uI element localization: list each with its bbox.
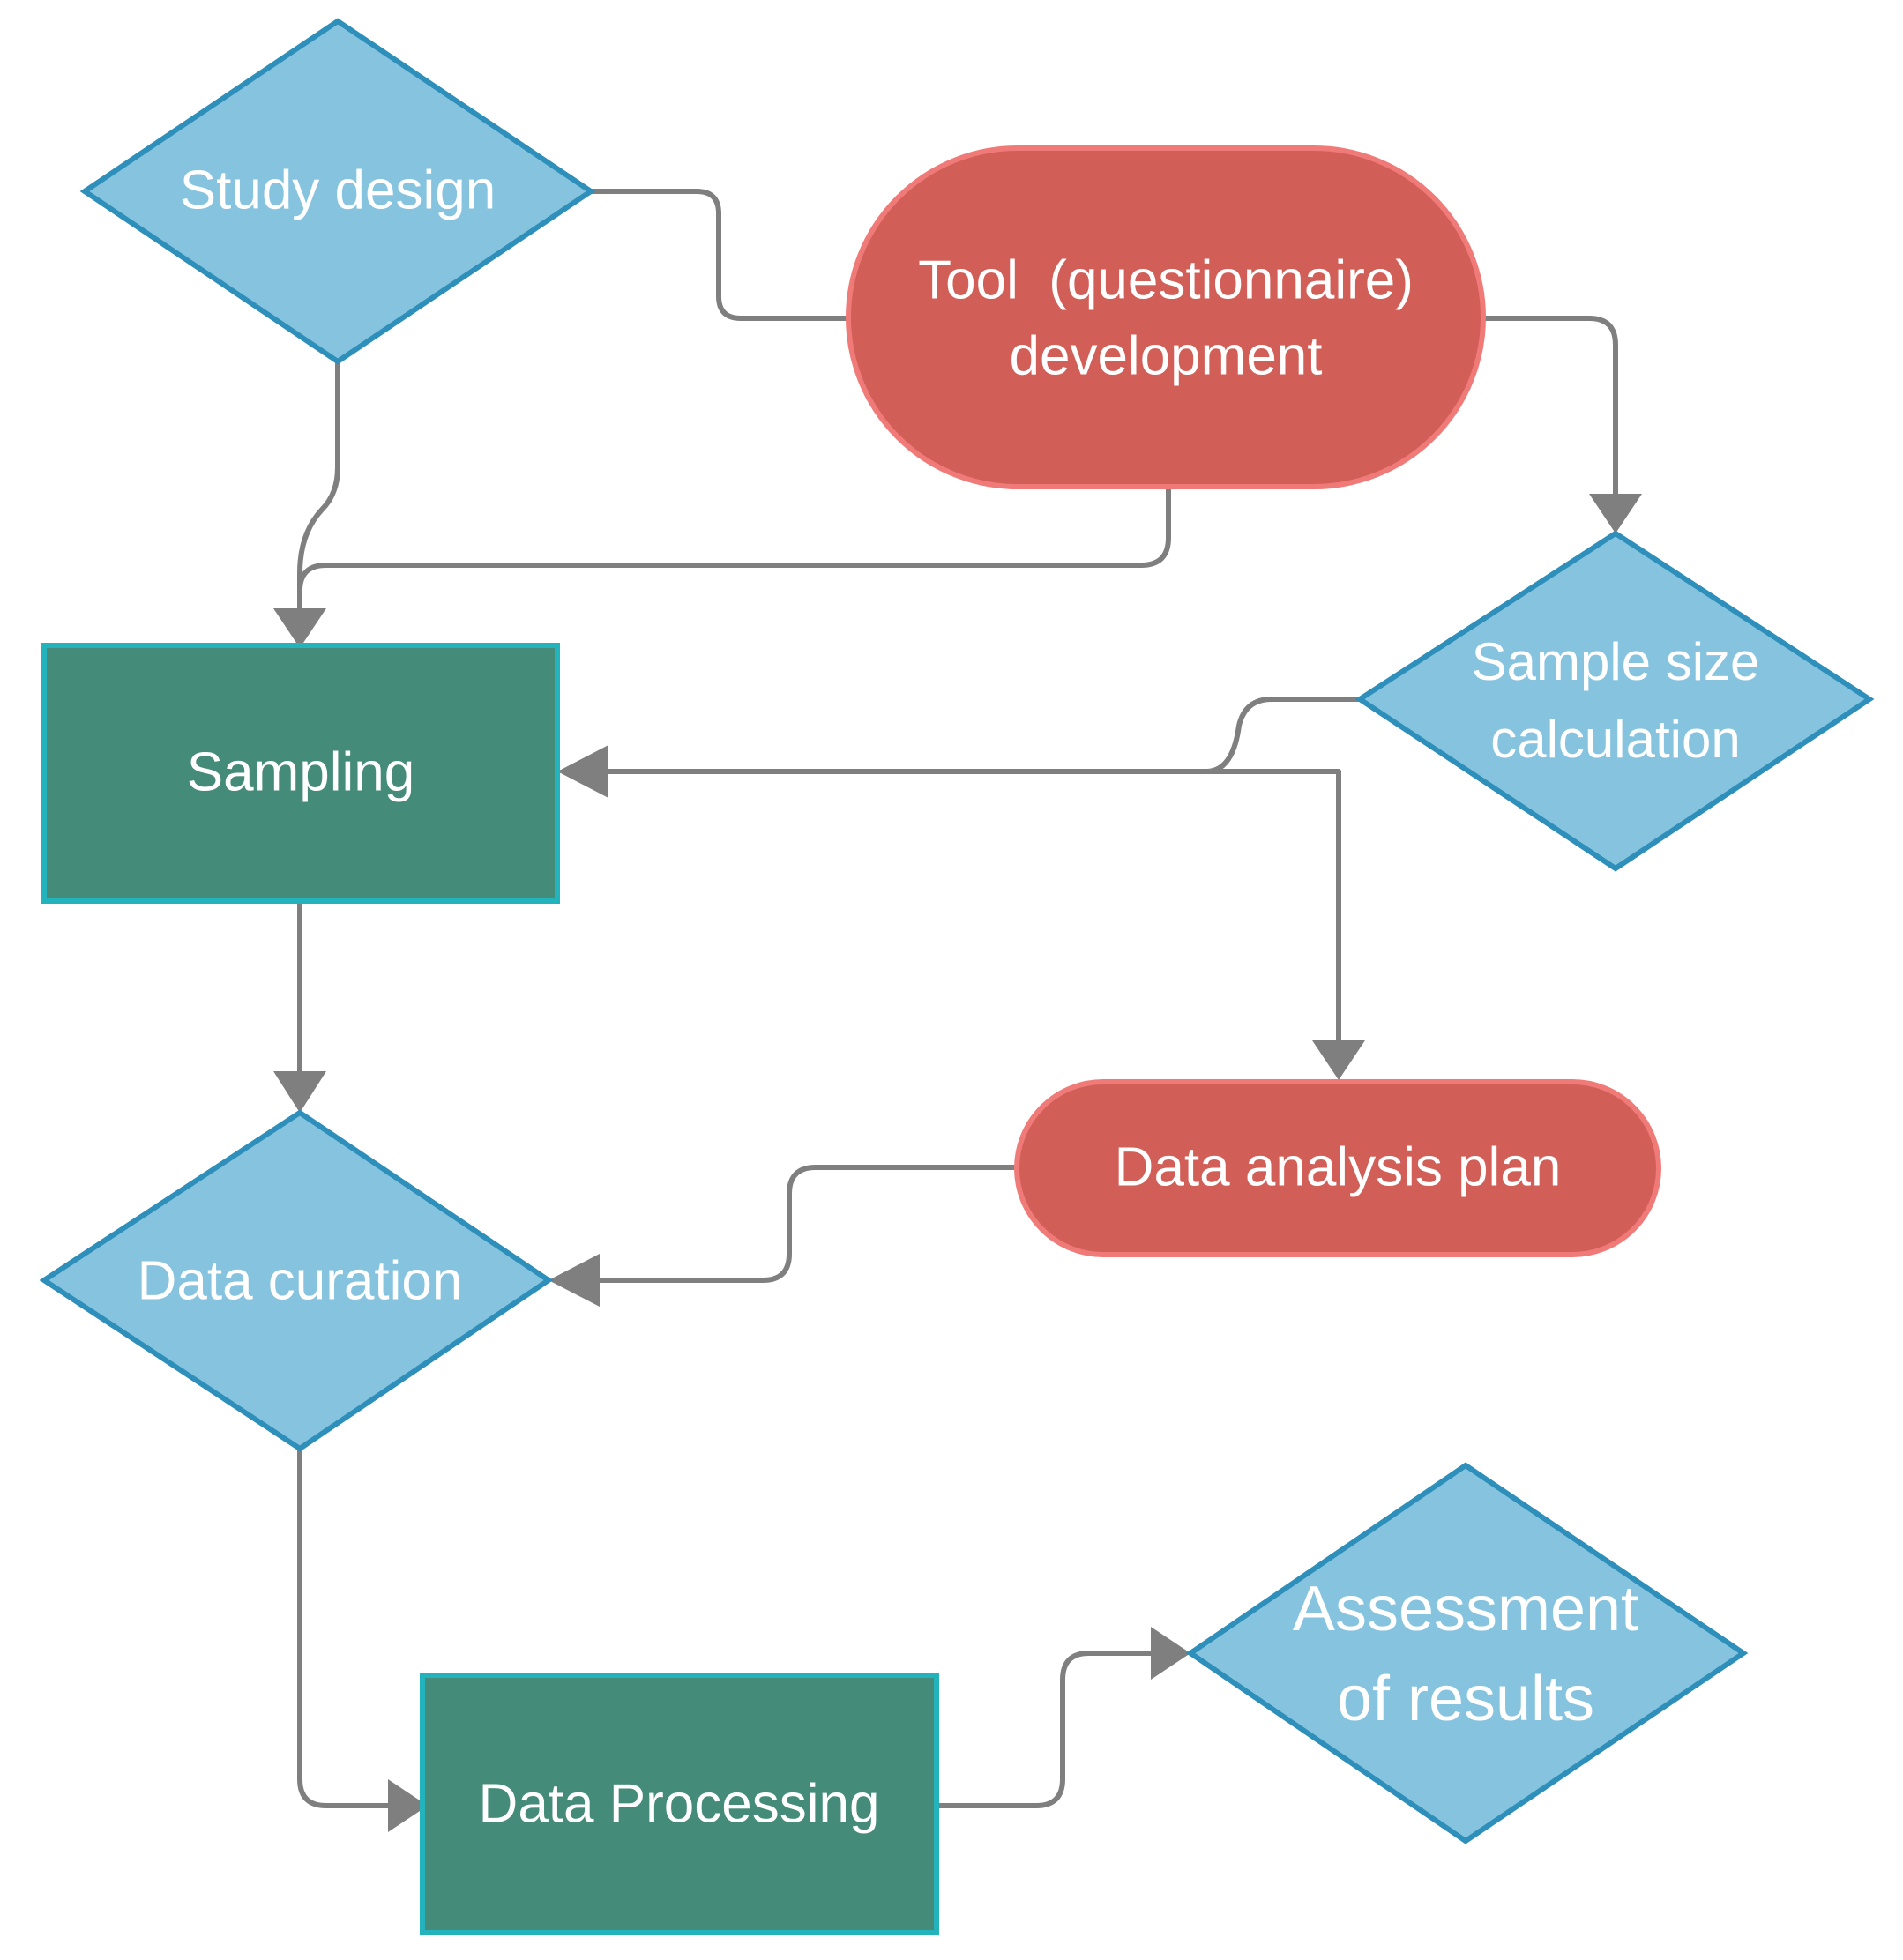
edge-sample-size-to-sampling <box>606 697 1362 774</box>
sampling-label: Sampling <box>187 742 414 802</box>
tool-development-terminal <box>846 145 1486 489</box>
tool-development-label-line1: Tool (questionnaire) <box>918 250 1414 310</box>
edge-study-design-to-tool <box>588 189 851 321</box>
data-processing-label: Data Processing <box>479 1773 880 1834</box>
arrowhead-into-sample-size <box>1589 494 1642 533</box>
edge-processing-to-assessment <box>934 1651 1153 1808</box>
study-design-diamond <box>79 18 596 365</box>
arrowhead-into-data-curation-top <box>273 1071 326 1113</box>
node-data-analysis-plan: Data analysis plan <box>1014 1079 1661 1257</box>
edge-data-curation-to-processing <box>297 1446 391 1808</box>
edge-tool-to-sampling <box>297 484 1171 593</box>
assessment-label-line1: Assessment <box>1293 1574 1638 1644</box>
arrowhead-into-assessment <box>1151 1627 1190 1680</box>
node-sample-size: Sample size calculation <box>1354 530 1875 872</box>
data-curation-label: Data curation <box>138 1250 463 1311</box>
tool-development-label-line2: development <box>1009 325 1322 386</box>
sample-size-label-line2: calculation <box>1490 710 1741 769</box>
data-curation-diamond <box>39 1109 554 1452</box>
node-data-curation: Data curation <box>39 1109 554 1452</box>
study-design-label: Study design <box>180 160 496 220</box>
connectors <box>273 189 1642 1832</box>
data-analysis-plan-label: Data analysis plan <box>1115 1137 1562 1197</box>
arrowhead-into-sampling-right <box>557 745 608 798</box>
node-sampling: Sampling <box>41 643 560 904</box>
edge-sampling-to-analysis-plan <box>1204 769 1341 1043</box>
arrowhead-into-data-curation-right <box>549 1254 600 1307</box>
node-tool-development: Tool (questionnaire) development <box>846 145 1486 489</box>
data-analysis-plan-terminal <box>1014 1079 1661 1257</box>
edge-tool-to-sample-size <box>1481 316 1618 496</box>
node-assessment: Assessment of results <box>1185 1462 1749 1844</box>
arrowhead-into-sampling-top <box>273 608 326 648</box>
assessment-label-line2: of results <box>1337 1664 1594 1734</box>
node-study-design: Study design <box>79 18 596 365</box>
sample-size-label-line1: Sample size <box>1472 632 1760 691</box>
edge-study-design-to-sampling <box>297 357 340 611</box>
arrowhead-into-processing <box>388 1779 428 1832</box>
arrowhead-into-analysis-plan <box>1312 1040 1365 1080</box>
sample-size-diamond <box>1354 530 1875 872</box>
data-processing-process-box <box>420 1673 939 1935</box>
assessment-diamond <box>1185 1462 1749 1844</box>
edge-analysis-plan-to-data-curation <box>597 1165 1019 1283</box>
sampling-process-box <box>41 643 560 904</box>
node-data-processing: Data Processing <box>420 1673 939 1935</box>
